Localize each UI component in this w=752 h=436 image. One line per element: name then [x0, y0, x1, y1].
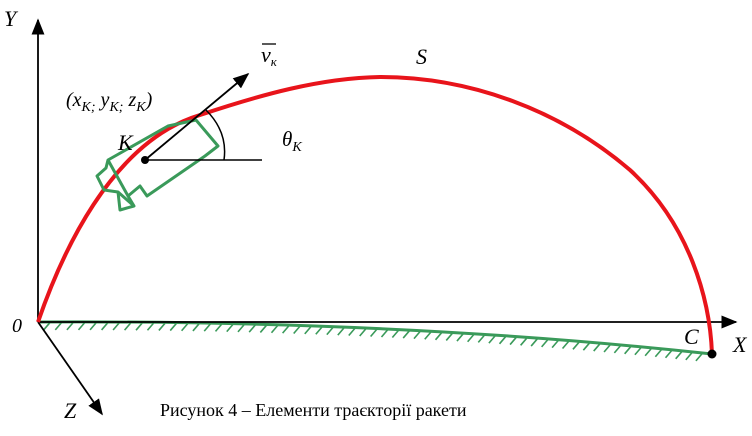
earth-hatching — [43, 322, 703, 362]
hatch-mark — [169, 323, 177, 332]
hatch-mark — [326, 327, 334, 336]
hatch-mark — [654, 349, 662, 358]
hatch-mark — [498, 336, 507, 345]
hatch-mark — [456, 333, 464, 342]
hatch-mark — [509, 337, 517, 346]
hatch-mark — [685, 352, 693, 361]
hatch-mark — [146, 322, 155, 331]
hatch-mark — [77, 322, 86, 331]
z-axis-label: Z — [64, 398, 77, 423]
hatch-mark — [582, 342, 590, 351]
hatch-mark — [613, 345, 621, 354]
hatch-mark — [467, 334, 475, 343]
hatch-mark — [226, 324, 234, 333]
hatch-mark — [561, 340, 570, 350]
hatch-mark — [695, 353, 703, 362]
hatch-mark — [66, 322, 74, 331]
svg-text:vк: vк — [261, 42, 278, 69]
hatch-mark — [424, 331, 432, 340]
y-axis-label: Y — [4, 6, 19, 31]
hatch-mark — [89, 322, 97, 331]
point-k — [141, 156, 149, 164]
hatch-mark — [603, 344, 611, 353]
hatch-mark — [413, 331, 421, 340]
hatch-mark — [315, 326, 323, 335]
hatch-mark — [158, 322, 166, 331]
hatch-mark — [551, 340, 559, 349]
hatch-mark — [644, 348, 652, 357]
z-axis — [37, 321, 103, 416]
hatch-mark — [477, 334, 485, 343]
k-coordinates-label: (xK; yK; zK) — [66, 89, 153, 115]
point-c — [707, 349, 717, 359]
hatch-mark — [259, 324, 267, 333]
point-c-label: C — [684, 324, 699, 349]
hatch-mark — [43, 322, 51, 331]
trajectory-curve — [36, 74, 714, 355]
figure-caption: Рисунок 4 – Елементи траєкторії ракети — [160, 400, 467, 420]
hatch-mark — [237, 324, 245, 333]
angle-arc — [205, 109, 226, 161]
hatch-mark — [293, 325, 301, 334]
hatch-mark — [270, 325, 279, 334]
hatch-mark — [304, 326, 312, 335]
hatch-mark — [541, 339, 549, 348]
hatch-mark — [192, 323, 200, 332]
hatch-mark — [248, 324, 256, 333]
hatch-mark — [282, 325, 290, 334]
hatch-mark — [675, 351, 683, 360]
hatch-mark — [123, 322, 132, 331]
velocity-vector — [144, 72, 250, 161]
hatch-mark — [572, 341, 580, 350]
hatch-mark — [593, 343, 601, 352]
hatch-mark — [488, 335, 496, 344]
hatch-mark — [203, 323, 211, 332]
trajectory-label: S — [416, 44, 427, 69]
hatch-mark — [135, 322, 143, 331]
hatch-mark — [391, 330, 399, 339]
hatch-mark — [624, 346, 632, 355]
hatch-mark — [434, 332, 443, 341]
hatch-mark — [181, 323, 189, 332]
x-axis-label: X — [732, 332, 748, 357]
hatch-mark — [112, 322, 120, 331]
origin-label: 0 — [12, 315, 22, 337]
hatch-mark — [214, 323, 223, 332]
point-k-label: K — [117, 130, 134, 155]
hatch-mark — [380, 329, 389, 338]
hatch-mark — [337, 327, 345, 336]
hatch-mark — [100, 322, 109, 331]
hatch-mark — [634, 347, 642, 356]
hatch-mark — [664, 350, 673, 359]
hatch-mark — [530, 338, 538, 347]
angle-theta-label: θK — [282, 127, 302, 155]
hatch-mark — [520, 337, 528, 346]
hatch-mark — [359, 328, 367, 337]
hatch-mark — [402, 330, 410, 339]
hatch-mark — [54, 322, 62, 331]
hatch-mark — [370, 328, 378, 338]
hatch-mark — [348, 328, 356, 337]
earth-surface — [37, 320, 713, 362]
rocket-icon — [95, 118, 220, 212]
hatch-mark — [445, 332, 453, 341]
velocity-label: vк — [261, 42, 278, 69]
